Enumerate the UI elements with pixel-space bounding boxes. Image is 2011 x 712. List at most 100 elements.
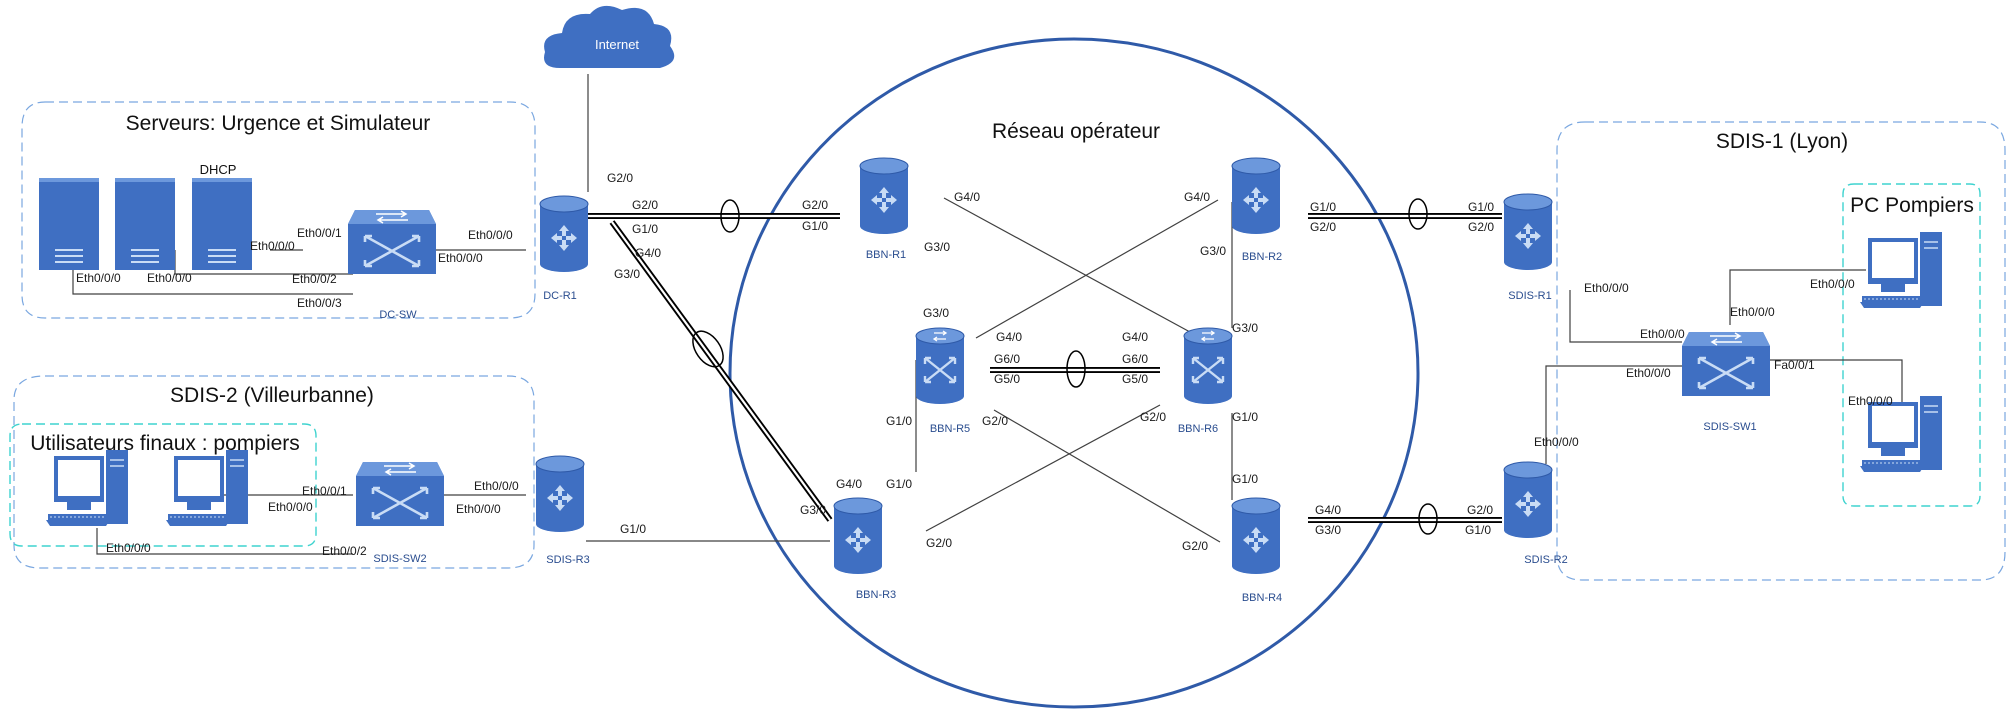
sdis-sw1-label: SDIS-SW1 [1703, 421, 1756, 433]
operator-zone-title: Réseau opérateur [992, 120, 1160, 143]
port-label: G3/0 [1200, 244, 1226, 258]
bbn-r2-label: BBN-R2 [1242, 251, 1282, 263]
server-icon [38, 177, 100, 271]
end-user-pc-icon [165, 449, 249, 527]
internet-label: Internet [595, 37, 639, 52]
dc-r1-icon [540, 196, 588, 272]
dc-sw-icon [346, 208, 438, 276]
port-label: G1/0 [886, 414, 912, 428]
lag-links [587, 198, 1502, 535]
port-label: Eth0/0/1 [297, 226, 342, 240]
operator-ring [728, 37, 1420, 709]
port-label: Eth0/0/0 [468, 228, 513, 242]
port-label: Eth0/0/0 [1730, 305, 1775, 319]
port-label: G1/0 [1310, 200, 1336, 214]
port-label: G1/0 [1465, 523, 1491, 537]
bbn-r6-icon [1182, 326, 1234, 406]
end-users-zone-title: Utilisateurs finaux : pompiers [30, 432, 300, 455]
end-users-zone [9, 423, 317, 547]
bbn-r4-icon [1232, 498, 1280, 574]
bbn-r5-icon [914, 326, 966, 406]
sdis-sw2-icon [354, 460, 446, 528]
port-label: G4/0 [836, 477, 862, 491]
port-label: Eth0/0/0 [1534, 435, 1579, 449]
port-label: G4/0 [635, 246, 661, 260]
end-user-pc-icon [45, 449, 129, 527]
port-label: G3/0 [800, 503, 826, 517]
pompier-pc-icon [1859, 231, 1943, 309]
sdis-r1-label: SDIS-R1 [1508, 290, 1551, 302]
port-label: G1/0 [1232, 472, 1258, 486]
port-label: G1/0 [1232, 410, 1258, 424]
port-label: Eth0/0/1 [302, 484, 347, 498]
port-label: G2/0 [982, 414, 1008, 428]
internet-cloud: Internet [544, 5, 675, 68]
port-label: G4/0 [1184, 190, 1210, 204]
dhcp-label: DHCP [200, 162, 237, 177]
port-label: G3/0 [1232, 321, 1258, 335]
port-label: G3/0 [614, 267, 640, 281]
bbn-r5-label: BBN-R5 [930, 423, 970, 435]
port-label: G5/0 [994, 372, 1020, 386]
port-label: G4/0 [996, 330, 1022, 344]
sdis-r1-icon [1504, 194, 1552, 270]
sdis2-zone-title: SDIS-2 (Villeurbanne) [170, 384, 374, 407]
port-label: Eth0/0/0 [1810, 277, 1855, 291]
port-label: Eth0/0/0 [76, 271, 121, 285]
bbn-r6-label: BBN-R6 [1178, 423, 1218, 435]
port-label: Eth0/0/3 [297, 296, 342, 310]
port-label: G4/0 [1122, 330, 1148, 344]
sdis-r3-label: SDIS-R3 [546, 554, 589, 566]
dc-r1-label: DC-R1 [543, 290, 577, 302]
port-label: Eth0/0/2 [322, 544, 367, 558]
port-label: G1/0 [802, 219, 828, 233]
port-label: G2/0 [926, 536, 952, 550]
port-label: G2/0 [607, 171, 633, 185]
port-label: G2/0 [802, 198, 828, 212]
port-label: G5/0 [1122, 372, 1148, 386]
port-label: Eth0/0/0 [268, 500, 313, 514]
bbn-r2-icon [1232, 158, 1280, 234]
sdis1-zone-title: SDIS-1 (Lyon) [1716, 130, 1848, 153]
dc-sw-label: DC-SW [379, 309, 417, 321]
port-label: G1/0 [632, 222, 658, 236]
port-label: G2/0 [1310, 220, 1336, 234]
port-label: G6/0 [1122, 352, 1148, 366]
sdis-r3-icon [536, 456, 584, 532]
sdis-sw1-icon [1680, 330, 1772, 398]
servers-zone [21, 101, 536, 319]
sdis-sw2-label: SDIS-SW2 [373, 553, 426, 565]
bbn-r1-label: BBN-R1 [866, 249, 906, 261]
pc-zone-title: PC Pompiers [1850, 194, 1974, 217]
bbn-r1-icon [860, 158, 908, 234]
sdis2-zone [13, 375, 535, 569]
links [72, 74, 1903, 555]
port-label: Eth0/0/0 [147, 271, 192, 285]
port-label: G2/0 [1182, 539, 1208, 553]
sdis-r2-label: SDIS-R2 [1524, 554, 1567, 566]
pc-zone [1842, 183, 1981, 507]
port-label: Eth0/0/2 [292, 272, 337, 286]
port-label: G1/0 [1468, 200, 1494, 214]
sdis1-zone [1556, 121, 2006, 581]
port-label: G2/0 [1468, 220, 1494, 234]
port-label: G6/0 [994, 352, 1020, 366]
port-label: Eth0/0/0 [106, 541, 151, 555]
dhcp-server-icon [191, 177, 253, 271]
port-label: G2/0 [632, 198, 658, 212]
port-label: G1/0 [620, 522, 646, 536]
sdis-r2-icon [1504, 462, 1552, 538]
port-label: Eth0/0/0 [250, 239, 295, 253]
port-label: G3/0 [924, 240, 950, 254]
bbn-r4-label: BBN-R4 [1242, 592, 1282, 604]
port-label: G1/0 [886, 477, 912, 491]
port-label: Eth0/0/0 [1626, 366, 1671, 380]
port-label: Eth0/0/0 [438, 251, 483, 265]
bbn-r3-icon [834, 498, 882, 574]
port-label: Fa0/0/1 [1774, 358, 1815, 372]
port-label: Eth0/0/0 [474, 479, 519, 493]
port-label: G3/0 [923, 306, 949, 320]
port-label: G4/0 [954, 190, 980, 204]
port-label: G4/0 [1315, 503, 1341, 517]
